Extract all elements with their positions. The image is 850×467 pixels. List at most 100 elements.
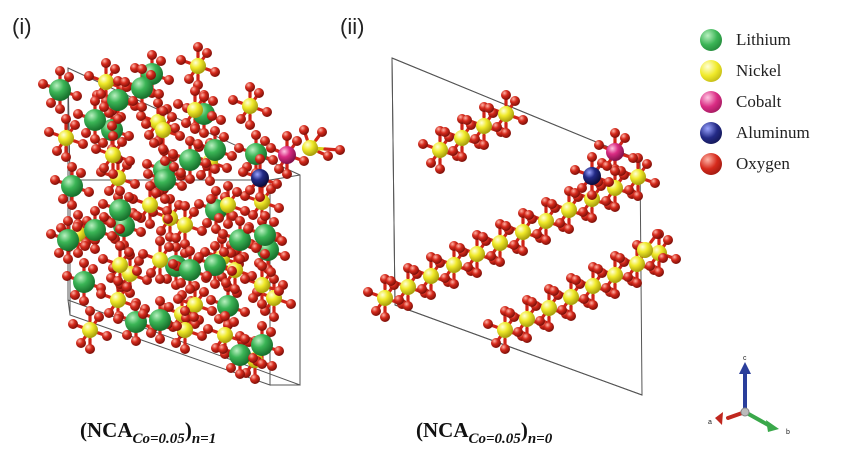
oxygen-atom: [218, 344, 228, 354]
oxygen-atom: [180, 344, 190, 354]
oxygen-atom: [158, 144, 168, 154]
oxygen-atom: [79, 296, 89, 306]
oxygen-atom: [654, 267, 664, 277]
oxygen-atom: [240, 206, 250, 216]
oxygen-atom: [587, 190, 597, 200]
oxygen-atom: [162, 206, 172, 216]
oxygen-atom: [663, 235, 673, 245]
oxygen-atom: [645, 261, 655, 271]
lithium-atom: [61, 175, 83, 197]
oxygen-atom: [228, 211, 238, 221]
nickel-atom: [254, 277, 270, 293]
oxygen-atom: [138, 309, 148, 319]
oxygen-atom: [141, 119, 151, 129]
nickel-atom: [58, 130, 74, 146]
oxygen-atom: [251, 130, 261, 140]
oxygen-atom: [426, 158, 436, 168]
oxygen-swatch: [700, 152, 722, 175]
oxygen-atom: [104, 308, 114, 318]
oxygen-atom: [518, 115, 528, 125]
oxygen-atom: [72, 91, 82, 101]
oxygen-atom: [432, 254, 442, 264]
oxygen-atom: [63, 254, 73, 264]
oxygen-atom: [623, 272, 633, 282]
cobalt-swatch: [700, 90, 722, 113]
oxygen-atom: [115, 186, 125, 196]
oxygen-atom: [185, 136, 195, 146]
caption-formula: (NCA: [416, 418, 469, 442]
oxygen-atom: [99, 212, 109, 222]
oxygen-atom: [227, 151, 237, 161]
nickel-atom: [585, 278, 601, 294]
oxygen-atom: [78, 139, 88, 149]
oxygen-atom: [601, 196, 611, 206]
oxygen-atom: [229, 317, 239, 327]
oxygen-atom: [299, 125, 309, 135]
oxygen-atom: [177, 181, 187, 191]
oxygen-atom: [245, 185, 255, 195]
oxygen-atom: [124, 131, 134, 141]
oxygen-atom: [671, 254, 681, 264]
oxygen-atom: [143, 169, 153, 179]
oxygen-atom: [132, 211, 142, 221]
oxygen-atom: [269, 217, 279, 227]
oxygen-atom: [76, 168, 86, 178]
oxygen-atom: [610, 128, 620, 138]
oxygen-atom: [201, 158, 211, 168]
legend-label: Cobalt: [736, 91, 782, 111]
oxygen-atom: [203, 324, 213, 334]
oxygen-atom: [371, 306, 381, 316]
oxygen-atom: [587, 213, 597, 223]
oxygen-atom: [190, 124, 200, 134]
oxygen-atom: [505, 308, 515, 318]
oxygen-atom: [108, 131, 118, 141]
lithium-atom: [251, 334, 273, 356]
oxygen-atom: [210, 67, 220, 77]
oxygen-atom: [108, 169, 118, 179]
oxygen-atom: [566, 311, 576, 321]
oxygen-atom: [235, 369, 245, 379]
oxygen-atom: [64, 72, 74, 82]
oxygen-atom: [130, 179, 140, 189]
oxygen-atom: [46, 229, 56, 239]
oxygen-atom: [98, 199, 108, 209]
oxygen-atom: [588, 300, 598, 310]
lithium-atom: [179, 149, 201, 171]
caption-subscript: Co=0.05: [132, 431, 185, 447]
oxygen-atom: [162, 274, 172, 284]
lithium-atom: [204, 254, 226, 276]
nickel-atom: [432, 142, 448, 158]
nickel-atom: [563, 289, 579, 305]
oxygen-atom: [260, 211, 270, 221]
oxygen-atom: [417, 284, 427, 294]
oxygen-atom: [549, 286, 559, 296]
oxygen-atom: [151, 188, 161, 198]
oxygen-atom: [255, 192, 265, 202]
oxygen-atom: [122, 282, 132, 292]
oxygen-atom: [79, 258, 89, 268]
panel-label-i: (i): [12, 14, 32, 39]
oxygen-atom: [206, 295, 216, 305]
oxygen-atom: [180, 239, 190, 249]
oxygen-atom: [210, 126, 220, 136]
oxygen-atom: [98, 138, 108, 148]
oxygen-atom: [230, 284, 240, 294]
nickel-atom: [561, 202, 577, 218]
caption-suffix: n=1: [191, 431, 217, 447]
oxygen-atom: [85, 344, 95, 354]
oxygen-atom: [122, 330, 132, 340]
oxygen-atom: [81, 128, 91, 138]
oxygen-atom: [449, 279, 459, 289]
nickel-atom: [476, 118, 492, 134]
oxygen-atom: [571, 275, 581, 285]
oxygen-atom: [110, 64, 120, 74]
oxygen-atom: [457, 152, 467, 162]
oxygen-atom: [199, 287, 209, 297]
oxygen-atom: [132, 266, 142, 276]
lithium-atom: [107, 89, 129, 111]
oxygen-atom: [44, 127, 54, 137]
oxygen-atom: [455, 243, 465, 253]
nickel-atom: [152, 252, 168, 268]
oxygen-atom: [149, 138, 159, 148]
oxygen-atom: [189, 312, 199, 322]
